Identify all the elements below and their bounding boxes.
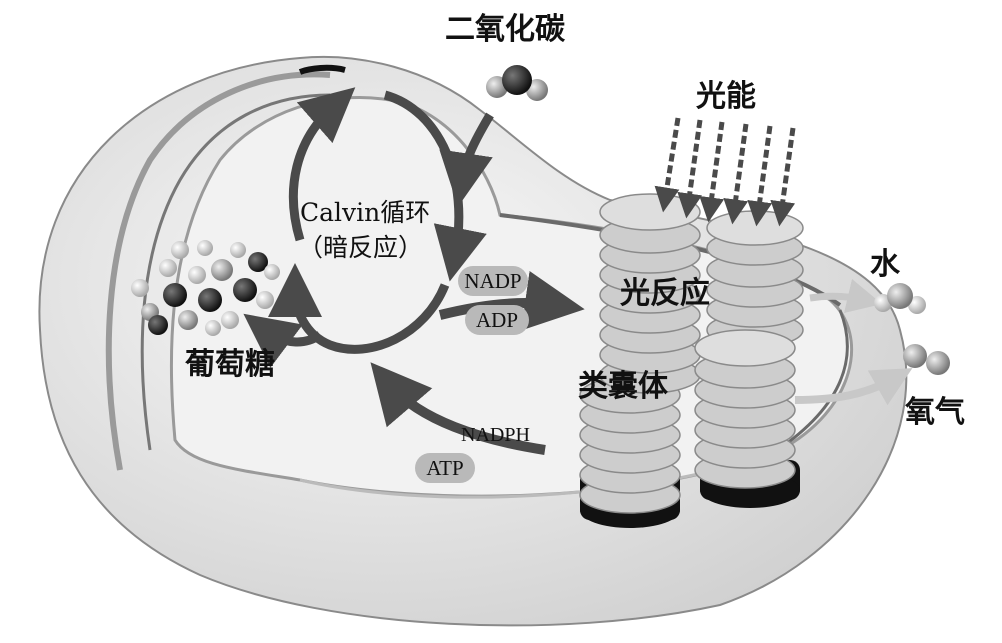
thylakoid-stack-right (694, 210, 804, 508)
dark-reaction-label: （暗反应） (298, 233, 424, 262)
oxygen-molecule (903, 344, 950, 375)
light-reaction-label: 光反应 (620, 276, 710, 311)
atp-label: ATP (415, 453, 475, 483)
light-energy-label: 光能 (696, 79, 756, 114)
adp-label: ADP (465, 305, 529, 335)
thylakoid-label: 类囊体 (578, 369, 668, 404)
nadp-label: NADP (458, 266, 528, 296)
glucose-molecule (131, 240, 280, 336)
water-label: 水 (870, 247, 900, 282)
nadph-atp-arrow (370, 362, 546, 455)
co2-molecule (486, 65, 548, 101)
glucose-label: 葡萄糖 (185, 347, 275, 382)
thylakoid-stack-left (579, 193, 701, 528)
oxygen-arrow (794, 368, 913, 406)
co2-label: 二氧化碳 (445, 12, 565, 47)
calvin-cycle-label: Calvin循环 (300, 198, 431, 227)
oxygen-label: 氧气 (905, 395, 965, 430)
nadph-label: NADPH (461, 424, 530, 446)
light-energy-arrows (654, 117, 796, 227)
glucose-output-arrow (243, 313, 323, 368)
nadp-adp-arrow (438, 271, 585, 331)
stroma-region (169, 64, 853, 499)
water-molecule (874, 283, 926, 314)
water-arrow (809, 278, 883, 314)
co2-inflow-arrow (439, 112, 494, 207)
